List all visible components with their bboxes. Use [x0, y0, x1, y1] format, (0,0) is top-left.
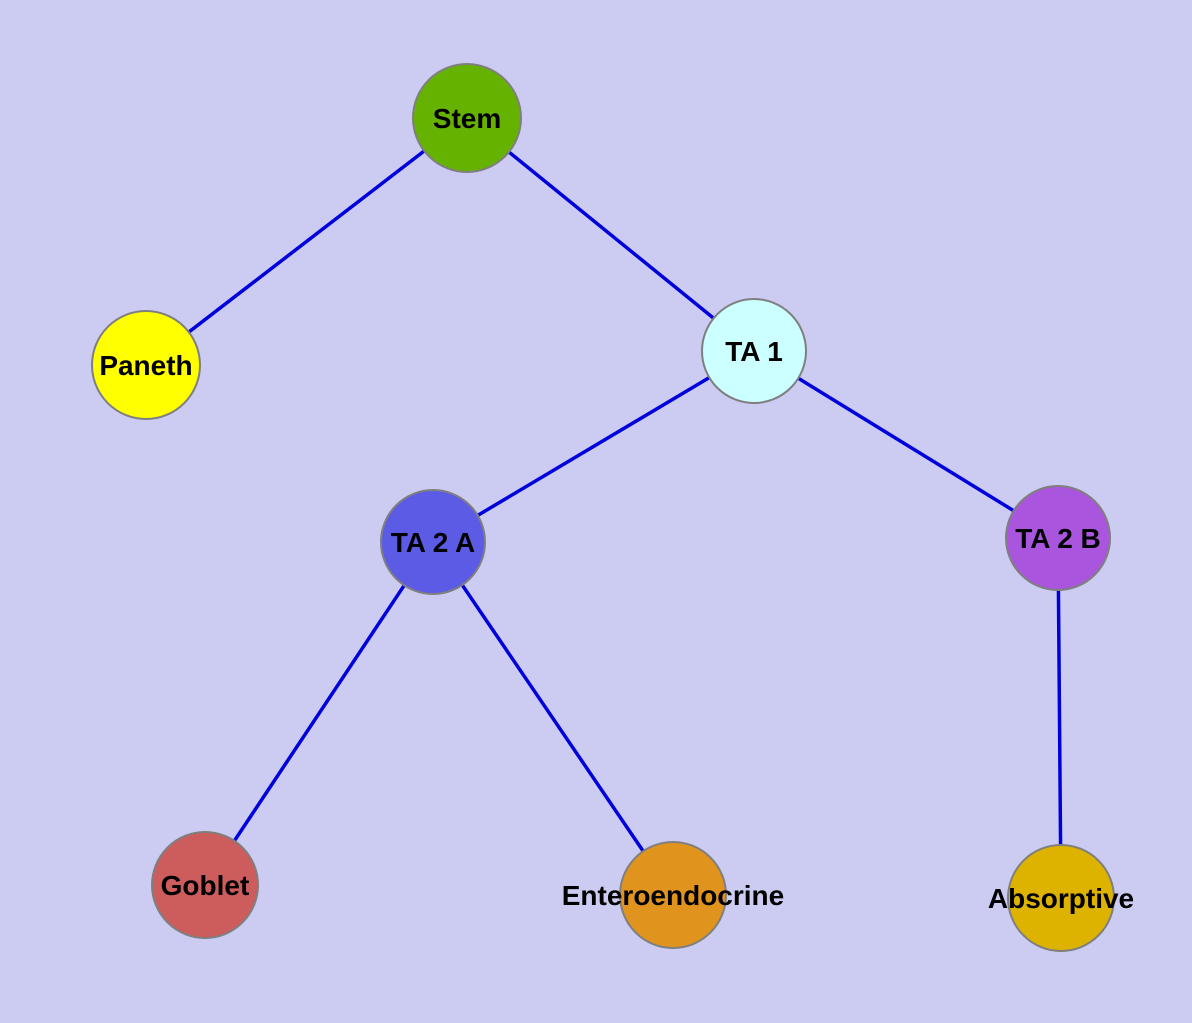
node-stem: [412, 63, 522, 173]
edge-ta1-ta2a: [431, 349, 756, 544]
node-label-goblet: Goblet: [161, 870, 250, 901]
node-label-ta2a: TA 2 A: [391, 527, 476, 558]
node-label-stem: Stem: [433, 103, 501, 134]
node-ta2a: [380, 489, 486, 595]
node-enteroendocrine: [619, 841, 727, 949]
edge-ta1-ta2b: [752, 349, 1060, 540]
edge-stem-ta1: [465, 116, 756, 353]
edge-ta2b-absorptive: [1056, 536, 1063, 900]
node-absorptive: [1007, 844, 1115, 952]
edge-ta2a-goblet: [203, 540, 435, 887]
node-label-ta1: TA 1: [725, 336, 783, 367]
nodes-layer: [91, 63, 1115, 952]
node-label-ta2b: TA 2 B: [1015, 523, 1101, 554]
node-ta1: [701, 298, 807, 404]
node-label-paneth: Paneth: [99, 350, 192, 381]
edge-ta2a-enteroendocrine: [431, 540, 675, 897]
node-paneth: [91, 310, 201, 420]
node-label-enteroendocrine: Enteroendocrine: [562, 880, 784, 911]
node-ta2b: [1005, 485, 1111, 591]
edge-stem-paneth: [144, 116, 469, 367]
node-label-absorptive: Absorptive: [988, 883, 1134, 914]
edges-layer: [144, 116, 1063, 900]
node-goblet: [151, 831, 259, 939]
